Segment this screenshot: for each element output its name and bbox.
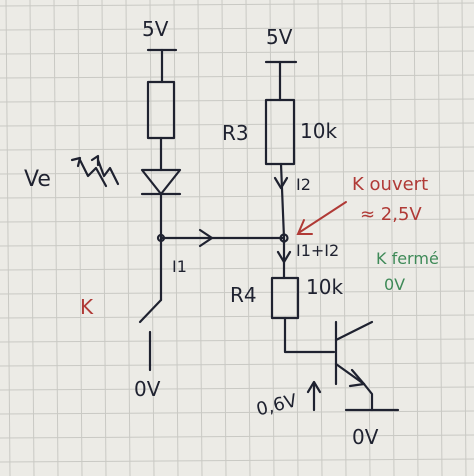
grid-line (0, 434, 474, 439)
k-switch-label: K (80, 295, 94, 319)
vbe-label: 0,6V (254, 390, 299, 420)
grid-line (389, 0, 395, 476)
switch-k (138, 298, 163, 324)
current-arrow-i1 (198, 228, 214, 248)
annotation-arrow (296, 201, 347, 235)
grid-line (0, 98, 474, 103)
k-closed-voltage: 0V (384, 275, 405, 294)
k-open-voltage: ≈ 2,5V (360, 204, 422, 225)
transistor (334, 320, 374, 412)
grid-line (149, 0, 155, 476)
grid-line (0, 2, 474, 7)
k-closed-label: K fermé (376, 249, 439, 268)
resistor-r4 (270, 276, 300, 320)
i2-label: I2 (296, 175, 311, 194)
grid-line (0, 146, 474, 151)
current-arrow-i2 (273, 176, 289, 190)
grid-line (0, 242, 474, 247)
grid-line (317, 0, 323, 476)
supply-label-left: 5V (142, 17, 169, 41)
photodiode (140, 168, 182, 196)
i1-label: I1 (172, 257, 187, 276)
grid-line (0, 386, 474, 391)
supply-label-right: 5V (266, 25, 293, 49)
grid-line (461, 0, 467, 476)
wire-to-base (283, 316, 336, 354)
ground-label-right: 0V (352, 425, 379, 449)
grid-line (0, 410, 474, 415)
left-branch (70, 48, 182, 372)
grid-line (0, 194, 474, 199)
grid-line (0, 338, 474, 343)
r4-label: R4 (230, 283, 257, 307)
grid-line (0, 50, 474, 55)
r3-value: 10k (300, 119, 337, 143)
grid-line (0, 74, 474, 79)
ground-label-left: 0V (134, 377, 161, 401)
grid-line (0, 170, 474, 175)
grid-line (437, 0, 443, 476)
resistor-r3 (264, 98, 296, 166)
current-arrow-i1-i2 (276, 250, 292, 264)
grid-line (29, 0, 35, 476)
grid-line (0, 314, 474, 319)
grid-line (0, 122, 474, 127)
grid-line (0, 218, 474, 223)
grid-line (413, 0, 419, 476)
grid-line (125, 0, 131, 476)
grid-line (341, 0, 347, 476)
light-arrows (70, 154, 120, 188)
grid-line (101, 0, 107, 476)
grid-line (0, 266, 474, 271)
grid-line (5, 0, 11, 476)
k-open-label: K ouvert (352, 174, 428, 195)
grid-line (293, 0, 299, 476)
r3-label: R3 (222, 121, 249, 145)
resistor-left (146, 80, 176, 140)
grid-line (53, 0, 59, 476)
right-branch (264, 60, 400, 412)
i1-plus-i2-label: I1+I2 (296, 241, 339, 260)
grid-line (365, 0, 371, 476)
grid-line (0, 458, 474, 463)
grid-line (0, 290, 474, 295)
grid-line (0, 26, 474, 31)
r4-value: 10k (306, 275, 343, 299)
link-wire (159, 228, 286, 248)
grid-line (77, 0, 83, 476)
wire-right-mid (279, 162, 286, 240)
grid-line (0, 362, 474, 367)
ve-label: Ve (24, 167, 51, 192)
